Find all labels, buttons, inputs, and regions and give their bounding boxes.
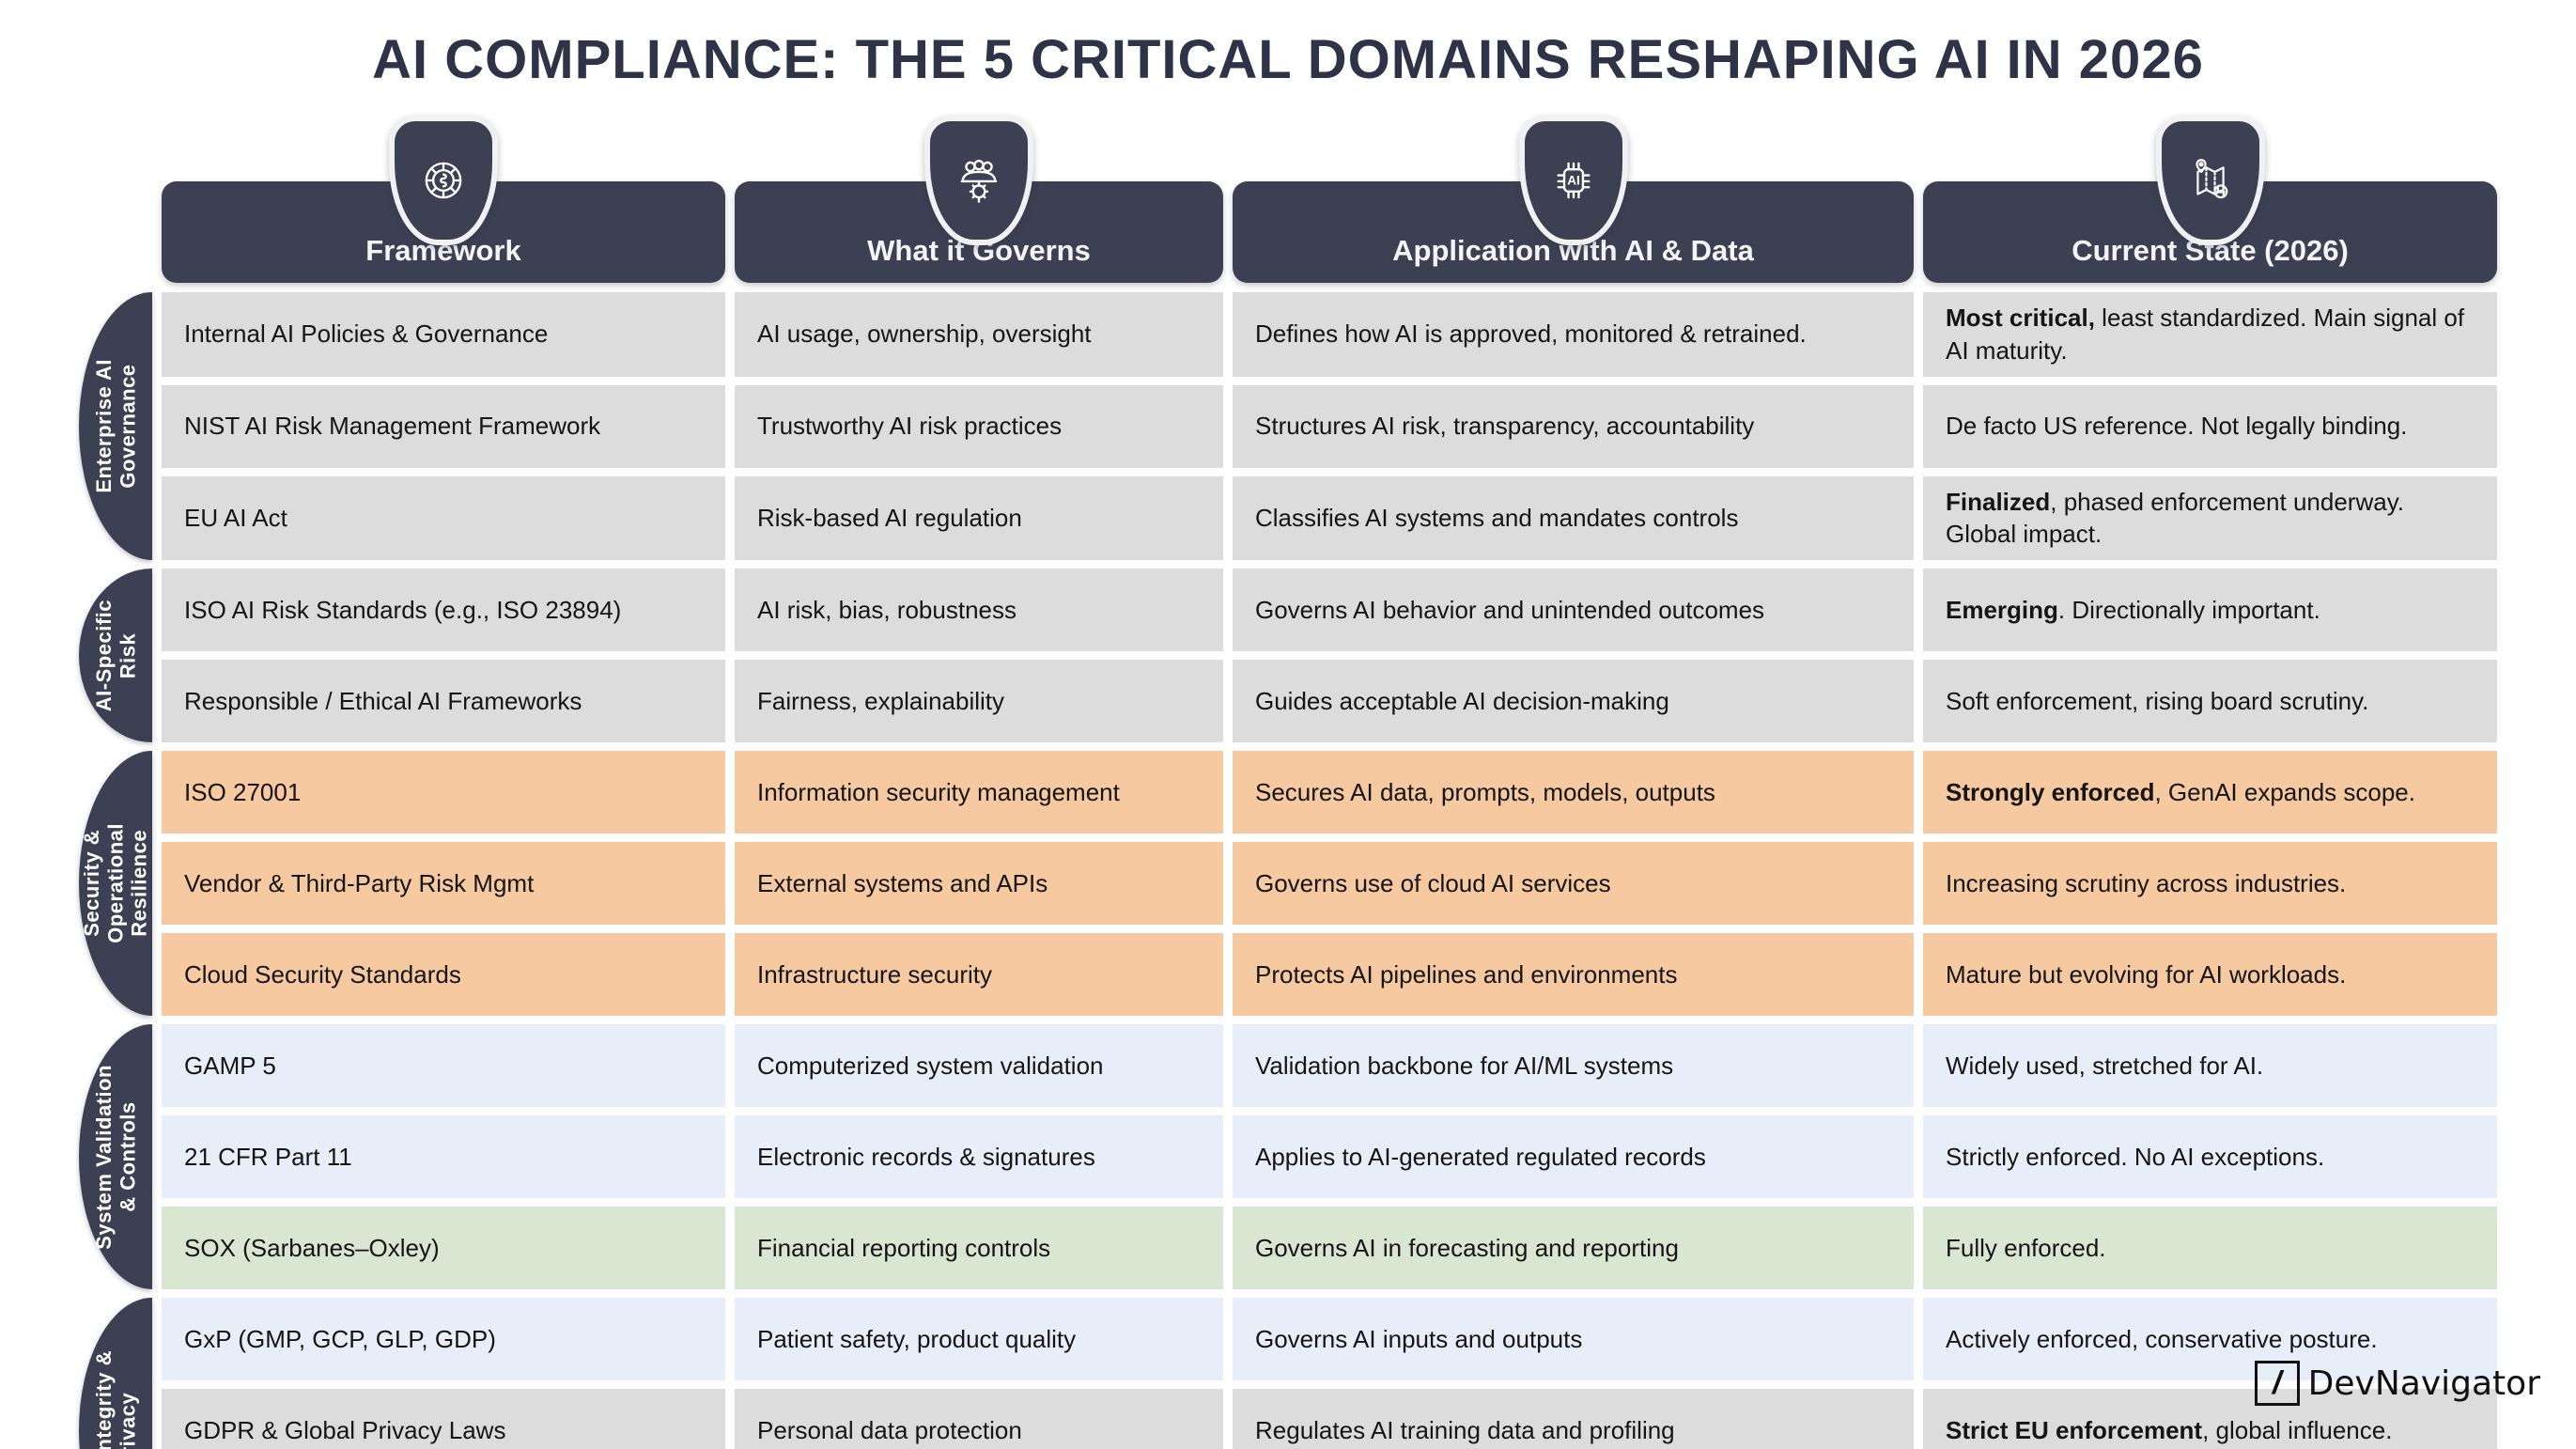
category-pill-data-integrity-privacy: Data Integrity & Privacy [79,1298,152,1449]
framework-cell: Responsible / Ethical AI Frameworks [162,660,725,743]
framework-cell: GxP (GMP, GCP, GLP, GDP) [162,1298,725,1381]
state-cell: De facto US reference. Not legally bindi… [1923,384,2497,468]
application-cell: Validation backbone for AI/ML systems [1233,1024,1914,1108]
state-cell: Soft enforcement, rising board scrutiny. [1923,660,2497,743]
state-cell: Emerging. Directionally important. [1923,569,2497,652]
category-pill-ai-specific-risk: AI-Specific Risk [79,569,152,743]
state-cell: Fully enforced. [1923,1207,2497,1290]
framework-cell: ISO AI Risk Standards (e.g., ISO 23894) [162,569,725,652]
logo-mark-icon: / [2254,1361,2300,1406]
column-header-application: AI Application with AI & Data [1233,116,1914,283]
governs-cell: Infrastructure security [735,933,1223,1017]
state-cell: Strictly enforced. No AI exceptions. [1923,1115,2497,1199]
state-cell: Most critical, least standardized. Main … [1923,292,2497,377]
category-label: Data Integrity & Privacy [91,1350,139,1449]
application-cell: Governs AI in forecasting and reporting [1233,1207,1914,1290]
governs-cell: External systems and APIs [735,842,1223,926]
category-label: AI-Specific Risk [91,600,139,712]
state-cell: Actively enforced, conservative posture. [1923,1298,2497,1381]
application-cell: Regulates AI training data and profiling [1233,1389,1914,1449]
state-cell: Mature but evolving for AI workloads. [1923,933,2497,1017]
application-cell: Governs AI behavior and unintended outco… [1233,569,1914,652]
state-cell: Strict EU enforcement, global influence. [1923,1389,2497,1449]
framework-cell: 21 CFR Part 11 [162,1115,725,1199]
category-pill-security-operational-resilience: Security & Operational Resilience [79,751,152,1017]
people-meeting-icon [924,116,1033,245]
page-title: AI COMPLIANCE: THE 5 CRITICAL DOMAINS RE… [372,29,2204,90]
governs-cell: Financial reporting controls [735,1207,1223,1290]
state-cell: Widely used, stretched for AI. [1923,1024,2497,1108]
application-cell: Defines how AI is approved, monitored & … [1233,292,1914,377]
application-cell: Secures AI data, prompts, models, output… [1233,751,1914,834]
framework-cell: Vendor & Third-Party Risk Mgmt [162,842,725,926]
framework-cell: GDPR & Global Privacy Laws [162,1389,725,1449]
category-pill-system-validation-controls: System Validation & Controls [79,1024,152,1290]
header-spacer [79,110,152,283]
governs-cell: AI usage, ownership, oversight [735,292,1223,377]
governs-cell: Electronic records & signatures [735,1115,1223,1199]
governs-cell: Trustworthy AI risk practices [735,384,1223,468]
category-label: Security & Operational Resilience [80,823,151,944]
framework-cell: ISO 27001 [162,751,725,834]
application-cell: Guides acceptable AI decision-making [1233,660,1914,743]
governs-cell: AI risk, bias, robustness [735,569,1223,652]
devnavigator-logo: / DevNavigator [2254,1361,2540,1406]
table-body: Enterprise AI Governance Internal AI Pol… [79,292,2497,1449]
state-cell: Increasing scrutiny across industries. [1923,842,2497,926]
application-cell: Protects AI pipelines and environments [1233,933,1914,1017]
framework-cell: EU AI Act [162,475,725,561]
state-cell: Finalized, phased enforcement underway. … [1923,475,2497,561]
framework-cell: Internal AI Policies & Governance [162,292,725,377]
application-cell: Structures AI risk, transparency, accoun… [1233,384,1914,468]
category-label: System Validation & Controls [91,1064,139,1250]
roadmap-pin-icon [2155,116,2265,245]
application-cell: Governs AI inputs and outputs [1233,1298,1914,1381]
ai-chip-icon: AI [1518,116,1628,245]
governs-cell: Computerized system validation [735,1024,1223,1108]
category-pill-enterprise-ai-governance: Enterprise AI Governance [79,292,152,561]
framework-cell: SOX (Sarbanes–Oxley) [162,1207,725,1290]
framework-cell: Cloud Security Standards [162,933,725,1017]
table-header-row: Framework What it Governs [79,110,2497,283]
governs-cell: Fairness, explainability [735,660,1223,743]
category-label: Enterprise AI Governance [91,359,139,493]
compliance-table: Framework What it Governs [79,110,2497,1449]
application-cell: Governs use of cloud AI services [1233,842,1914,926]
governs-cell: Personal data protection [735,1389,1223,1449]
framework-cell: GAMP 5 [162,1024,725,1108]
application-cell: Applies to AI-generated regulated record… [1233,1115,1914,1199]
governs-cell: Information security management [735,751,1223,834]
column-header-state: Current State (2026) [1923,116,2497,283]
framework-cell: NIST AI Risk Management Framework [162,384,725,468]
column-header-framework: Framework [162,116,725,283]
gear-puzzle-icon [389,116,498,245]
brand-name: DevNavigator [2307,1363,2540,1403]
state-cell: Strongly enforced, GenAI expands scope. [1923,751,2497,834]
svg-text:AI: AI [1567,174,1580,188]
governs-cell: Risk-based AI regulation [735,475,1223,561]
column-header-governs: What it Governs [735,116,1223,283]
application-cell: Classifies AI systems and mandates contr… [1233,475,1914,561]
governs-cell: Patient safety, product quality [735,1298,1223,1381]
